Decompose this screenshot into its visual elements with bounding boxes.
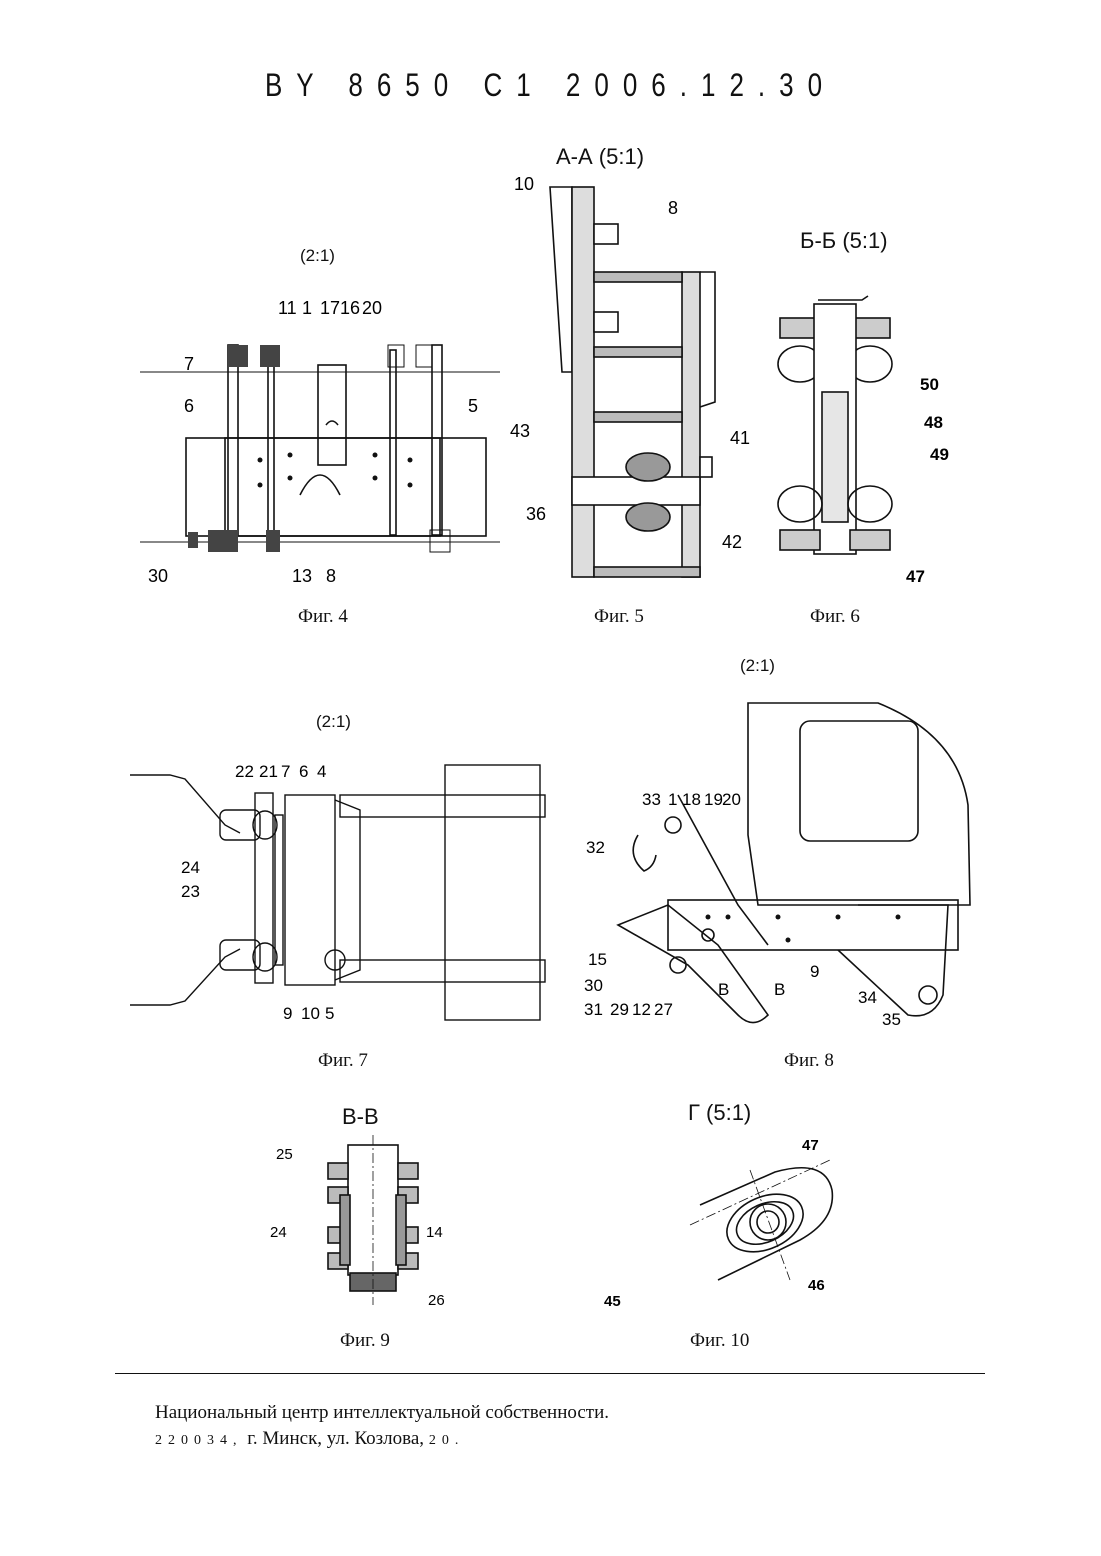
fig8-label-32: 32	[586, 838, 605, 857]
fig8-label-33: 33	[642, 790, 661, 809]
fig4-label-16: 16	[340, 298, 360, 318]
fig4-label-5: 5	[468, 396, 478, 416]
fig6-drawing: 50 48 49 47	[770, 282, 960, 592]
fig8-label-19: 19	[704, 790, 723, 809]
fig10-label-47: 47	[802, 1137, 819, 1154]
fig10-label-45: 45	[604, 1293, 621, 1310]
fig7-label-4: 4	[317, 762, 326, 781]
fig6-label-48: 48	[924, 413, 943, 432]
fig4-label-17: 17	[320, 298, 340, 318]
fig6-label-50: 50	[920, 375, 939, 394]
fig7-label-22: 22	[235, 762, 254, 781]
fig10-title: Г (5:1)	[688, 1100, 751, 1126]
fig9-label-24: 24	[270, 1224, 287, 1241]
fig4-label-11: 11	[278, 298, 297, 318]
fig4-label-7: 7	[184, 354, 194, 374]
fig5-label-36: 36	[526, 504, 546, 524]
fig5-label-41: 41	[730, 428, 750, 448]
fig4-drawing: 11 1 17 16 20 7 6 5 30 13 8	[140, 290, 500, 590]
fig4-label-30: 30	[148, 566, 168, 586]
fig4-caption: Фиг. 4	[298, 606, 348, 628]
fig4-label-6: 6	[184, 396, 194, 416]
fig8-label-15: 15	[588, 950, 607, 969]
fig7-label-5: 5	[325, 1004, 334, 1023]
fig8-label-b2: В	[774, 980, 785, 999]
footer-line-2: 220034, г. Минск, ул. Козлова, 20.	[155, 1428, 464, 1450]
footer-line-1: Национальный центр интеллектуальной собс…	[155, 1402, 609, 1424]
fig8-scale: (2:1)	[740, 656, 775, 676]
fig5-label-8: 8	[668, 198, 678, 218]
fig10-label-46: 46	[808, 1277, 825, 1294]
fig7-drawing: 22 21 7 6 4 24 23 9 10 5	[125, 755, 550, 1030]
fig7-label-7: 7	[281, 762, 290, 781]
fig4-scale: (2:1)	[300, 246, 335, 266]
fig8-label-27: 27	[654, 1000, 673, 1019]
fig7-label-10: 10	[301, 1004, 320, 1023]
fig4-label-20: 20	[362, 298, 382, 318]
footer-house-number: 20.	[429, 1433, 465, 1448]
fig8-label-30: 30	[584, 976, 603, 995]
fig8-label-9: 9	[810, 962, 819, 981]
fig7-caption: Фиг. 7	[318, 1050, 368, 1072]
fig7-scale: (2:1)	[316, 712, 351, 732]
footer-divider	[115, 1373, 985, 1374]
fig4-label-13: 13	[292, 566, 312, 586]
fig5-label-42: 42	[722, 532, 742, 552]
fig5-label-43: 43	[510, 421, 530, 441]
fig8-label-34: 34	[858, 988, 877, 1007]
fig9-label-25: 25	[276, 1146, 293, 1163]
fig4-label-8: 8	[326, 566, 336, 586]
fig4-label-1: 1	[302, 298, 312, 318]
fig6-label-49: 49	[930, 445, 949, 464]
fig8-label-20: 20	[722, 790, 741, 809]
fig8-label-b1: В	[718, 980, 729, 999]
fig5-title: А-А (5:1)	[556, 144, 644, 170]
fig8-label-31: 31	[584, 1000, 603, 1019]
fig9-label-14: 14	[426, 1224, 443, 1241]
fig10-drawing: 47 45 46	[600, 1130, 850, 1320]
fig10-caption: Фиг. 10	[690, 1330, 749, 1352]
fig7-label-24: 24	[181, 858, 200, 877]
fig5-caption: Фиг. 5	[594, 606, 644, 628]
document-header: BY 8650 C1 2006.12.30	[0, 66, 1101, 105]
fig9-drawing: 25 24 14 26	[270, 1135, 460, 1315]
fig7-label-21: 21	[259, 762, 278, 781]
fig7-label-23: 23	[181, 882, 200, 901]
fig8-label-1: 1	[668, 790, 677, 809]
fig7-label-9: 9	[283, 1004, 292, 1023]
fig8-caption: Фиг. 8	[784, 1050, 834, 1072]
fig7-label-6: 6	[299, 762, 308, 781]
fig8-label-35: 35	[882, 1010, 901, 1029]
fig5-label-10: 10	[514, 174, 534, 194]
fig6-label-47: 47	[906, 567, 925, 586]
fig8-label-12: 12	[632, 1000, 651, 1019]
fig9-label-26: 26	[428, 1292, 445, 1309]
fig8-label-18: 18	[682, 790, 701, 809]
fig6-title: Б-Б (5:1)	[800, 228, 888, 254]
fig8-label-29: 29	[610, 1000, 629, 1019]
footer-address: г. Минск, ул. Козлова,	[243, 1428, 429, 1449]
fig5-drawing: 10 8 43 41 36 42	[510, 172, 770, 592]
footer-postcode: 220034,	[155, 1433, 243, 1448]
fig9-title: В-В	[342, 1104, 379, 1130]
fig8-drawing: 33 1 18 19 20 32 15 30 31 29 12 27 9 34 …	[578, 695, 978, 1035]
fig9-caption: Фиг. 9	[340, 1330, 390, 1352]
fig6-caption: Фиг. 6	[810, 606, 860, 628]
